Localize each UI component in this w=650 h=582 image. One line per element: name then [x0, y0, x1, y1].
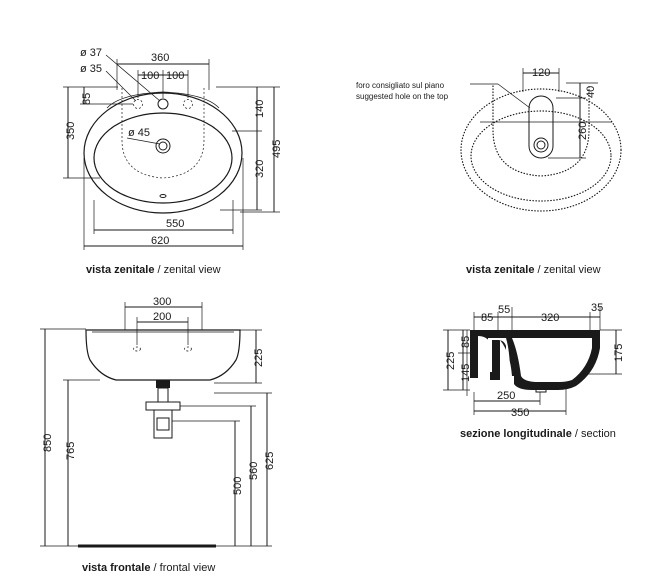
- basin-inner-bowl: [93, 112, 233, 204]
- drain-circle: [533, 137, 549, 153]
- dim-section-85: 85: [460, 336, 472, 348]
- dim-top-55: 55: [498, 304, 510, 316]
- dim-section-175: 175: [613, 344, 625, 362]
- d45-leader: [126, 137, 161, 145]
- dim-625: 625: [264, 452, 276, 470]
- dim-section-225: 225: [445, 352, 457, 370]
- siphon-body: [145, 401, 181, 411]
- drain-hole-inner: [158, 141, 168, 151]
- dim-d35: ø 35: [80, 63, 102, 75]
- section-view: 85 55 320 35 225 85 145 175 250 350 sezi…: [443, 302, 625, 440]
- tap-hole-right: [183, 99, 193, 109]
- dim-top-35: 35: [591, 302, 603, 314]
- zenital-top-view: foro consigliato sul piano suggested hol…: [356, 67, 622, 276]
- dim-360: 360: [151, 52, 169, 64]
- dim-100-left: 100: [141, 70, 159, 82]
- caption-zenital-top: vista zenitale / zenital view: [466, 264, 601, 276]
- dim-d45: ø 45: [128, 127, 150, 139]
- dim-550: 550: [166, 218, 184, 230]
- pedestal-outline-dotted: [492, 85, 590, 177]
- dim-765: 765: [65, 442, 77, 460]
- dim-section-250: 250: [497, 390, 515, 402]
- dim-350: 350: [65, 122, 77, 140]
- dim-225: 225: [253, 349, 265, 367]
- fixing-hole-right: [184, 346, 192, 352]
- dim-300: 300: [153, 296, 171, 308]
- dim-260: 260: [577, 122, 589, 140]
- bowl-outline-dotted: [470, 110, 612, 202]
- dim-560: 560: [248, 462, 260, 480]
- basin-outline-dotted: [460, 88, 622, 212]
- hole-leader: [497, 83, 531, 109]
- dim-section-350: 350: [511, 407, 529, 419]
- dim-200: 200: [153, 311, 171, 323]
- frontal-view: 300 200 225 850 765 500 560 625 vista fr…: [40, 296, 276, 574]
- drain-outlet: [535, 382, 547, 393]
- d35-leader: [105, 70, 137, 102]
- note-suggested-hole-en: suggested hole on the top: [356, 92, 449, 101]
- note-suggested-hole-it: foro consigliato sul piano: [356, 81, 445, 90]
- basin-front-outline: [85, 329, 241, 381]
- zenital-view: ø 37 ø 35 ø 45 360 100 100 85 350 140 32…: [63, 47, 283, 276]
- dim-d37: ø 37: [80, 47, 102, 59]
- dim-500: 500: [232, 477, 244, 495]
- dim-120: 120: [532, 67, 550, 79]
- fixing-hole-left: [133, 346, 141, 352]
- caption-frontal: vista frontale / frontal view: [82, 562, 215, 574]
- siphon-pipe: [153, 409, 173, 439]
- tap-hole-left: [133, 99, 143, 109]
- suggested-hole-slot: [528, 95, 554, 159]
- drain-flange: [156, 380, 170, 388]
- dim-140: 140: [254, 100, 266, 118]
- dim-320: 320: [254, 160, 266, 178]
- caption-section: sezione longitudinale / section: [460, 428, 616, 440]
- dim-section-145: 145: [460, 364, 472, 382]
- dim-495: 495: [271, 140, 283, 158]
- tap-hole-center: [157, 98, 169, 110]
- dim-top-320: 320: [541, 312, 559, 324]
- drain-hole: [155, 138, 171, 154]
- overflow-mark: [159, 194, 167, 198]
- dim-100-right: 100: [166, 70, 184, 82]
- dim-85: 85: [81, 93, 93, 105]
- caption-zenital: vista zenitale / zenital view: [86, 264, 221, 276]
- d37-leader: [105, 54, 161, 102]
- dim-850: 850: [42, 434, 54, 452]
- siphon-neck: [157, 387, 169, 403]
- dim-top-85: 85: [481, 312, 493, 324]
- dim-620: 620: [151, 235, 169, 247]
- dim-40: 40: [585, 86, 597, 98]
